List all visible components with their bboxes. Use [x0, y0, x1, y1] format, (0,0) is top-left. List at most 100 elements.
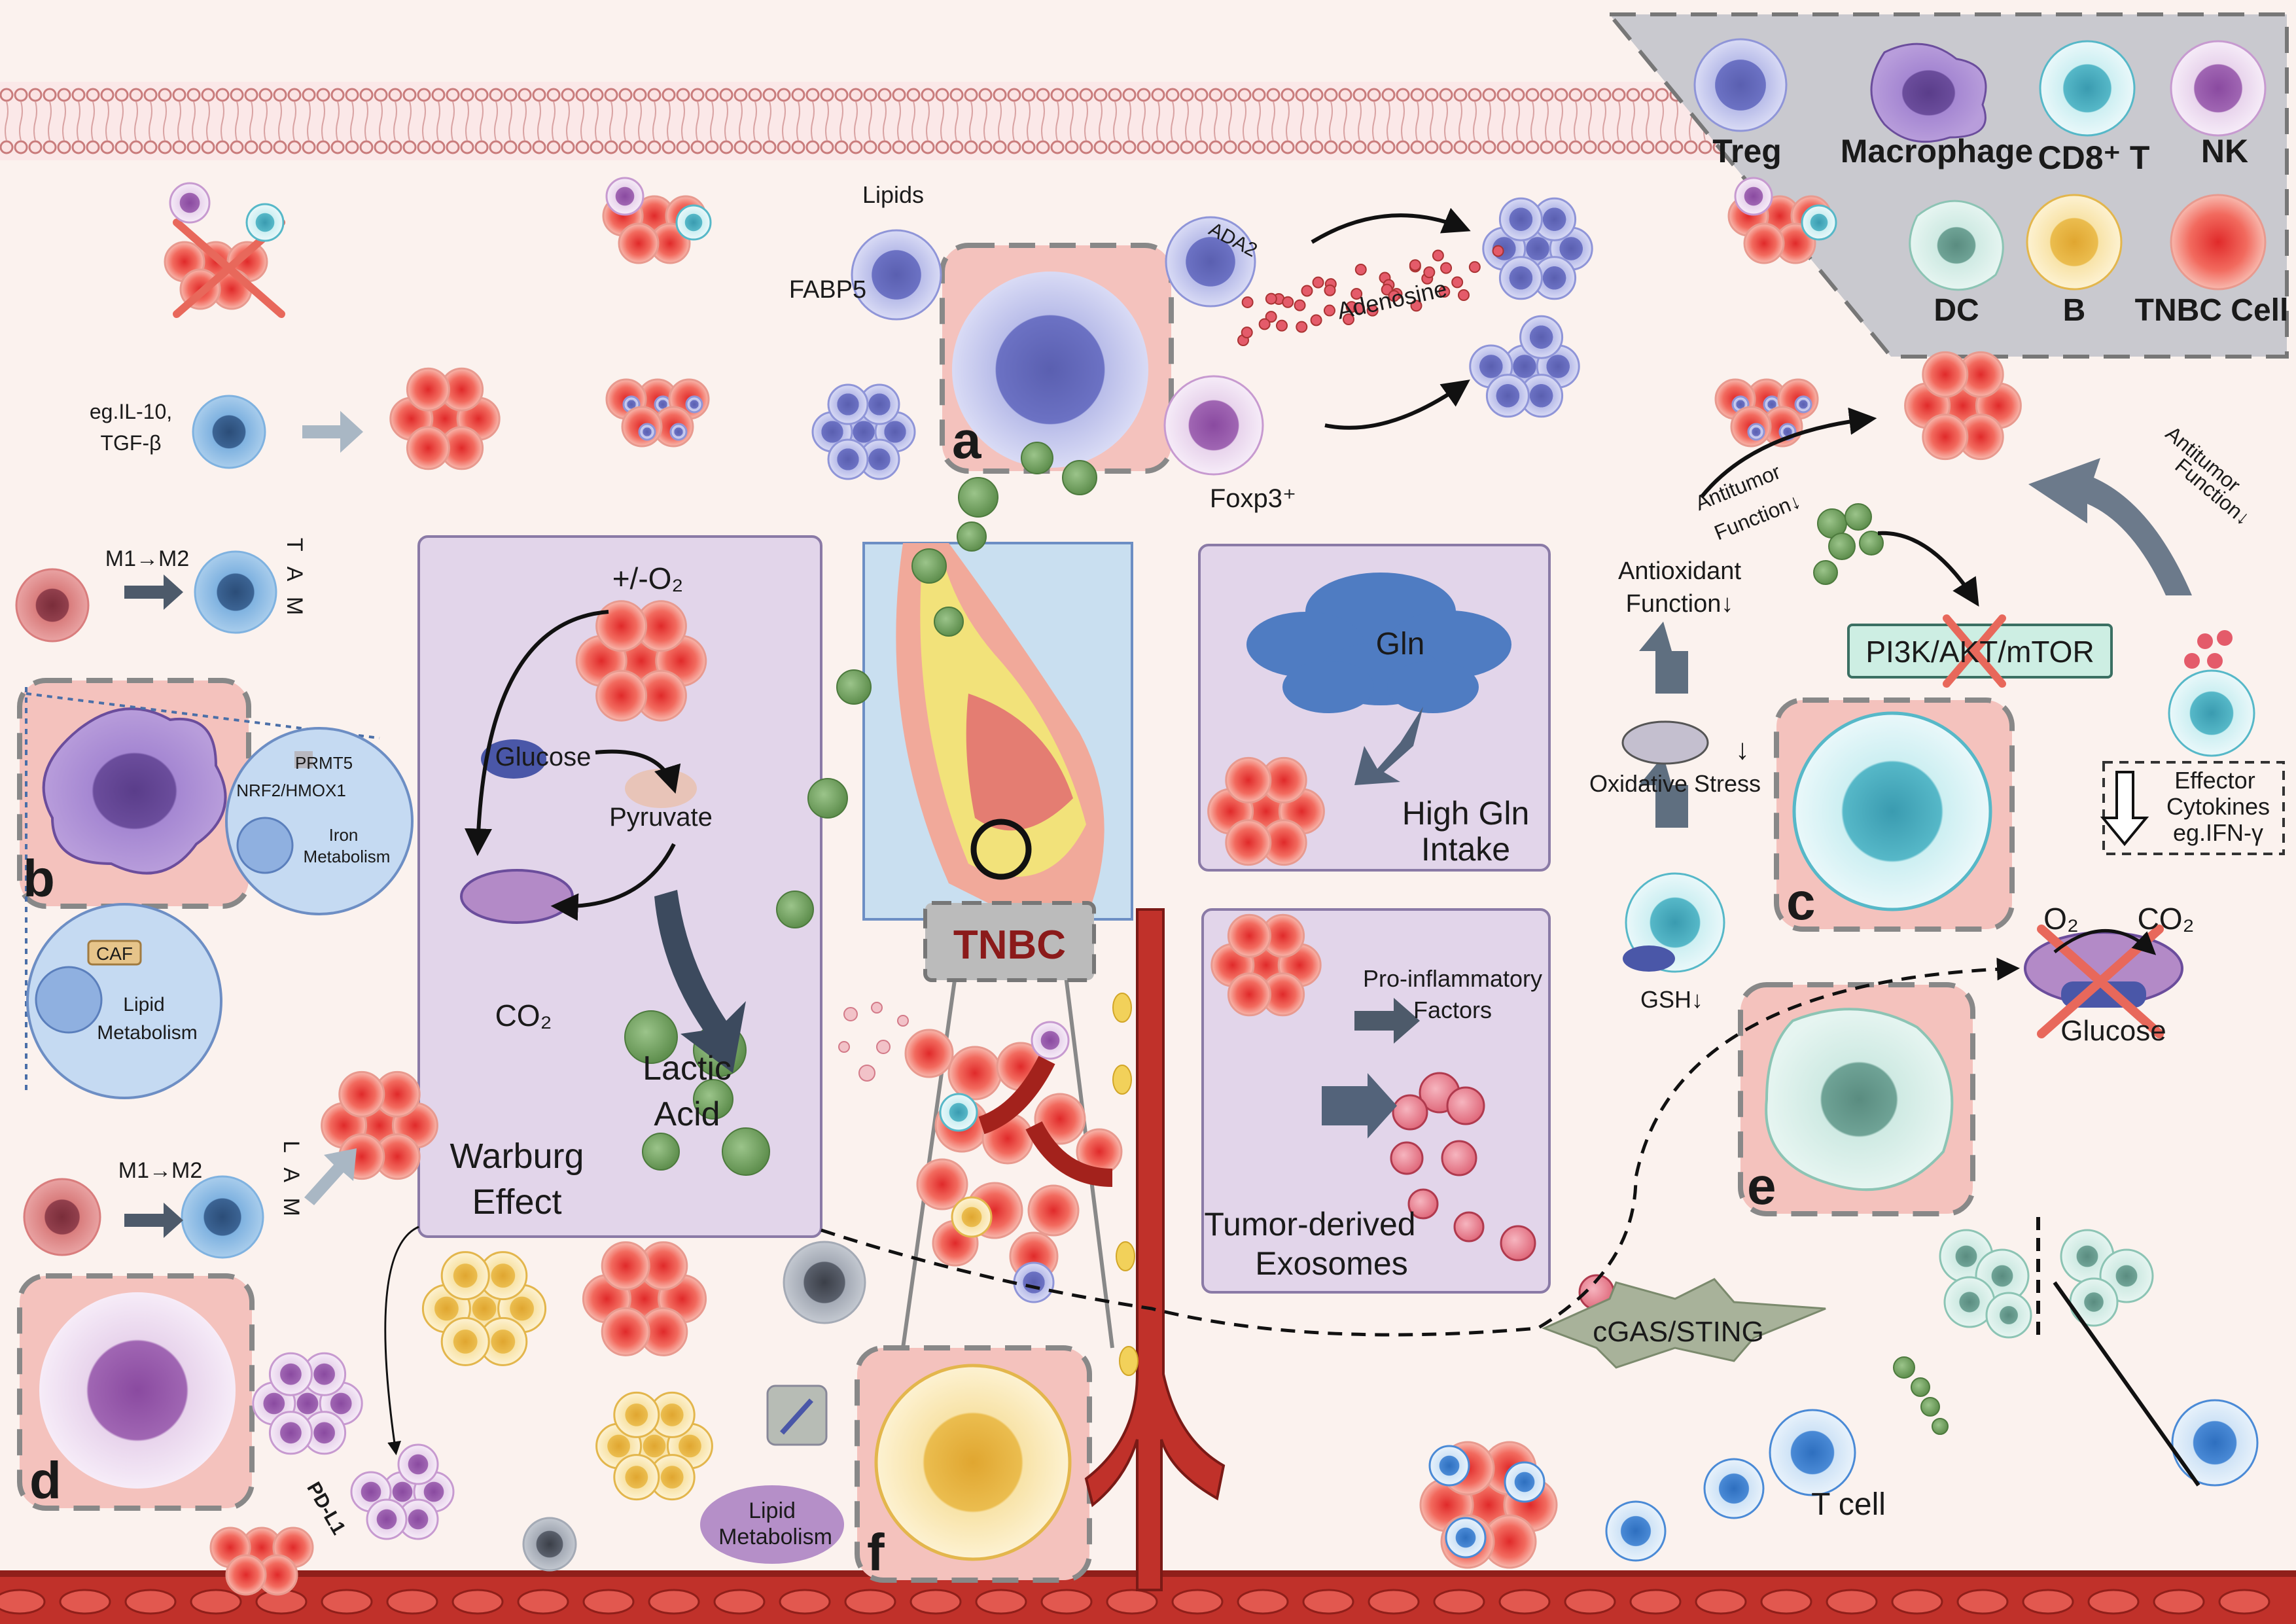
cytokine-dot [2184, 653, 2200, 669]
iron-metabolism-inset [225, 727, 414, 915]
label-lipids: Lipids [862, 181, 924, 208]
adenosine-dot [1301, 285, 1313, 297]
lactate-vesicle [1828, 533, 1856, 560]
b-cell [613, 1454, 660, 1501]
tumor-cell [1743, 222, 1785, 264]
tumor-cell [338, 1070, 385, 1118]
treg-cell [669, 423, 688, 441]
t-cell [1605, 1500, 1667, 1562]
adenosine-dot [1388, 290, 1400, 302]
adenosine-dot [1324, 284, 1336, 296]
label-acid: Acid [654, 1095, 720, 1133]
legend-icon-tnbc [2170, 194, 2267, 291]
label-cgas-sting: cGAS/STING [1593, 1316, 1764, 1348]
adenosine-dot [1352, 302, 1365, 315]
legend-label-treg: Treg [1712, 133, 1782, 169]
label-nrf2: NRF2/HMOX1 [236, 781, 346, 800]
adenosine-dot [1410, 300, 1422, 312]
lactate-vesicle [1813, 560, 1838, 585]
tam-cell [194, 550, 277, 634]
legend-label-tnbc: TNBC Cell [2135, 293, 2289, 328]
pyruvate-molecule [625, 769, 697, 808]
tumor-cell [1227, 972, 1271, 1017]
label-proinflammatory: Pro-inflammatory [1363, 965, 1542, 992]
nk-cell [268, 1352, 313, 1396]
adenosine-dot [1258, 318, 1271, 330]
label-foxp3: Foxp3⁺ [1210, 484, 1296, 513]
mitochondrion-glucose-blocked [2024, 925, 2183, 1038]
label-antioxidant-function: Function↓ [1626, 590, 1734, 618]
high-gln-panel [1198, 544, 1551, 872]
label-gln: Gln [1376, 627, 1425, 662]
cd8-cell [245, 203, 285, 242]
label-lipid-f: Lipid [749, 1498, 796, 1523]
effector-cytokines-box [2100, 761, 2285, 855]
cgas-sting-burst [1542, 1278, 1826, 1369]
cd8-cell [1801, 204, 1837, 241]
panel-f-box [855, 1345, 1092, 1583]
nk-cell [268, 1411, 313, 1455]
tumor-cell [618, 222, 660, 264]
lactate-vesicle [1845, 503, 1872, 531]
lactate-vesicle [776, 891, 814, 928]
tumor-cell [1227, 913, 1271, 958]
exosome-small [858, 1065, 875, 1082]
label-intake: Intake [1421, 831, 1510, 868]
legend-icon-macrophage [1870, 43, 1987, 143]
legend-label-b: B [2063, 293, 2086, 328]
cell-membrane-top [0, 82, 1770, 160]
label-exosomes: Exosomes [1255, 1245, 1407, 1282]
adenosine-dot [1457, 289, 1470, 302]
tumor-cell [225, 1554, 267, 1596]
lactate-vesicle [934, 607, 964, 637]
adenosine-dot [1265, 311, 1277, 323]
panel-a-box [940, 243, 1174, 474]
treg-cell [1794, 395, 1812, 414]
label-antioxidant: Antioxidant [1618, 557, 1741, 585]
m1-macrophage [15, 568, 90, 643]
tumor-cell [1027, 1184, 1080, 1237]
cytokine-dot [2197, 633, 2213, 649]
adenosine-dot [1438, 285, 1451, 298]
label-lipid-caf-metabolism: Metabolism [97, 1022, 197, 1044]
apoptotic-cell [783, 1241, 866, 1324]
exosome [1392, 1094, 1428, 1131]
tumor-cell [916, 1158, 968, 1210]
exosome [1500, 1225, 1536, 1262]
adenosine-dot [1310, 314, 1322, 327]
nk-cell [366, 1498, 408, 1540]
lactate-vesicle [807, 778, 848, 819]
adenosine-dot [1312, 276, 1324, 289]
treg-cell [827, 438, 869, 480]
foxp3-cell [1163, 375, 1264, 476]
lipid-metabolism-inset [26, 903, 222, 1099]
label-lam: L A M [279, 1140, 304, 1222]
gsh-molecule [1623, 945, 1675, 972]
b-cell [951, 1196, 993, 1238]
glucose-molecule [481, 739, 546, 779]
label-tnbc: TNBC [953, 923, 1066, 968]
adenosine-dot [1432, 249, 1444, 262]
treg-cell [1519, 315, 1564, 359]
label-pyruvate: Pyruvate [609, 803, 713, 832]
treg-cell [1013, 1262, 1055, 1303]
tumor-cell [595, 600, 648, 652]
t-cell [1769, 1409, 1856, 1496]
nk-cell [1734, 177, 1773, 216]
tumor-cell [595, 669, 648, 722]
adenosine-dot [1276, 319, 1288, 332]
b-cell [1119, 1346, 1139, 1376]
pi3k-akt-mtor-box [1847, 614, 2113, 688]
label-warburg-2: Effect [472, 1182, 561, 1222]
panel-letter-e: e [1747, 1157, 1776, 1215]
adenosine-dot [1296, 321, 1308, 333]
legend-icon-b [2026, 194, 2123, 291]
adenosine-dot [1241, 296, 1254, 308]
label-glucose-right: Glucose [2060, 1015, 2166, 1047]
adenosine-dot [1241, 327, 1253, 339]
treg-cell [1498, 197, 1543, 241]
b-cell [440, 1316, 490, 1366]
label-prmt5: PRMT5 [295, 753, 353, 773]
cytokine-dot [2207, 653, 2223, 669]
